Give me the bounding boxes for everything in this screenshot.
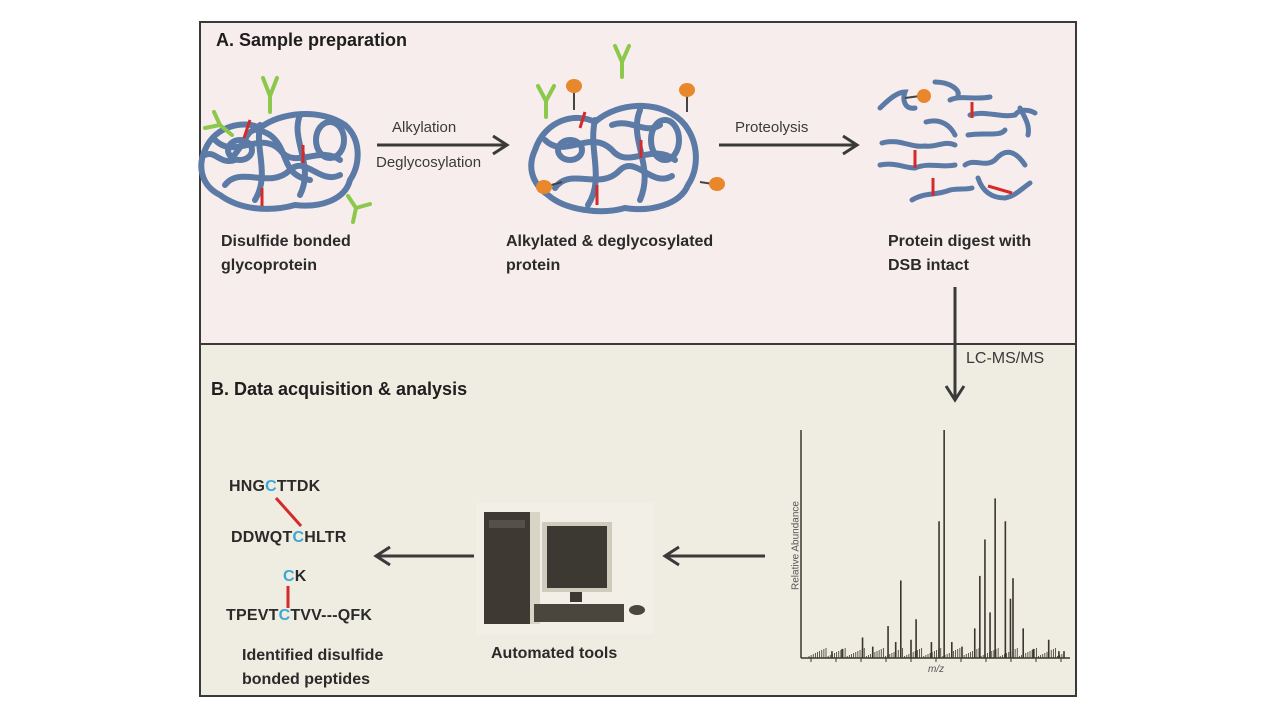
disulfide-bond-icon bbox=[578, 111, 643, 205]
cysteine-residue: C bbox=[265, 478, 277, 495]
arrow-spectrum-to-tools bbox=[662, 545, 765, 567]
stage3-label-line1: Protein digest with bbox=[888, 233, 1032, 250]
peptide-fragments-icon bbox=[877, 79, 1038, 203]
step-deglycosylation: Deglycosylation bbox=[376, 154, 482, 171]
computer-icon bbox=[476, 503, 654, 634]
lcmsms-label: LC-MS/MS bbox=[966, 350, 1045, 367]
alkyl-group-icon bbox=[536, 79, 725, 194]
alkyl-group-icon bbox=[904, 89, 931, 103]
glycan-icon bbox=[203, 76, 372, 224]
peptides-label-line1: Identified disulfide bbox=[242, 647, 384, 664]
peptides-label: Identified disulfide bonded peptides bbox=[242, 644, 383, 692]
panel-a-title: A. Sample preparation bbox=[216, 30, 408, 50]
stage3-label: Protein digest with DSB intact bbox=[888, 230, 1031, 278]
computer-label: Automated tools bbox=[491, 645, 618, 662]
peptide-3: CK bbox=[283, 568, 307, 586]
stage2-label-line1: Alkylated & deglycosylated bbox=[506, 233, 714, 250]
step-proteolysis: Proteolysis bbox=[735, 119, 809, 136]
cysteine-residue: C bbox=[283, 568, 295, 585]
cysteine-residue: C bbox=[292, 529, 305, 546]
peptide-seq: TTDK bbox=[276, 478, 321, 495]
peptide-disulfide-link bbox=[274, 497, 303, 527]
peptide-4: TPEVTCTVV---QFK bbox=[226, 607, 372, 625]
stage1-label-line2: glycoprotein bbox=[221, 257, 318, 274]
stage3-label-line2: DSB intact bbox=[888, 257, 969, 274]
stage2-label-line2: protein bbox=[506, 257, 561, 274]
peptide-seq: HLTR bbox=[304, 529, 347, 546]
arrow-proteolysis bbox=[719, 134, 860, 156]
stage2-label: Alkylated & deglycosylated protein bbox=[506, 230, 713, 278]
step-alkylation: Alkylation bbox=[392, 119, 457, 136]
peptide-seq: TVV---QFK bbox=[290, 607, 373, 624]
peptide-seq: TPEVT bbox=[226, 607, 279, 624]
cysteine-residue: C bbox=[278, 607, 291, 624]
arrow-lcmsms bbox=[944, 287, 966, 403]
mass-spectrum-icon bbox=[800, 430, 1070, 662]
panel-sample-preparation bbox=[199, 21, 1077, 345]
alkylated-protein-icon bbox=[528, 102, 699, 215]
glycan-icon bbox=[536, 44, 631, 119]
peptide-seq: DDWQT bbox=[231, 529, 293, 546]
peptide-seq: HNG bbox=[229, 478, 266, 495]
stage1-label: Disulfide bonded glycoprotein bbox=[221, 230, 351, 278]
spectrum-xlabel: m/z bbox=[928, 664, 945, 675]
peptide-1: HNGCTTDK bbox=[229, 478, 320, 496]
stage1-label-line1: Disulfide bonded bbox=[221, 233, 351, 250]
arrow-alkylation bbox=[377, 134, 510, 156]
spectrum-ylabel: Relative Abundance bbox=[790, 501, 802, 590]
panel-b-title: B. Data acquisition & analysis bbox=[211, 379, 468, 399]
arrow-tools-to-peptides bbox=[373, 545, 474, 567]
peptide-seq: K bbox=[294, 568, 307, 585]
disulfide-bond-icon bbox=[913, 102, 1013, 196]
peptides-label-line2: bonded peptides bbox=[242, 671, 370, 688]
peptide-2: DDWQTCHLTR bbox=[231, 529, 346, 547]
disulfide-bond-icon bbox=[242, 119, 305, 206]
